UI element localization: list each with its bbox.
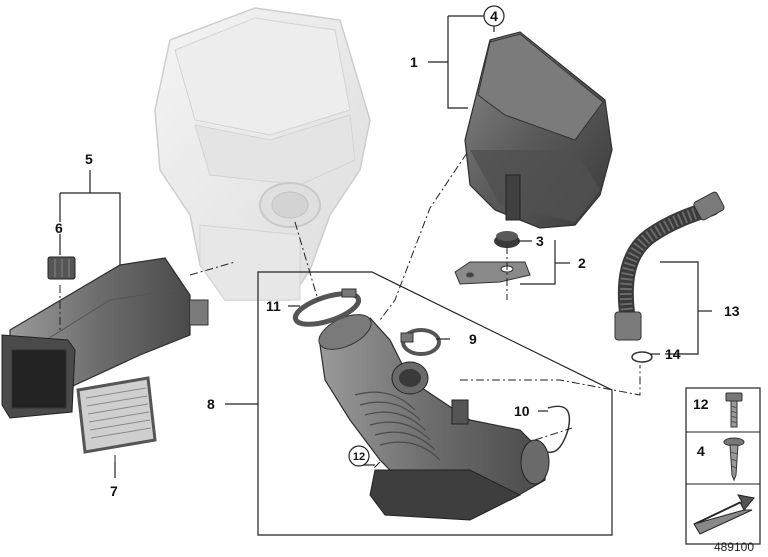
callout-4: 4 bbox=[490, 8, 498, 24]
legend-item-4-label: 4 bbox=[697, 443, 705, 459]
callout-10: 10 bbox=[514, 403, 530, 419]
callout-11: 11 bbox=[266, 298, 281, 314]
assembly-frame bbox=[257, 271, 613, 536]
callout-13: 13 bbox=[724, 303, 740, 319]
callout-12-circle bbox=[348, 445, 370, 467]
o-ring-part-14 bbox=[631, 351, 653, 363]
callouts: 1 4 3 2 5 6 7 8 11 9 10 12 13 14 bbox=[55, 5, 740, 499]
grommet-part-3 bbox=[494, 231, 520, 248]
front-direction-arrow-icon bbox=[693, 494, 755, 535]
callout-5: 5 bbox=[85, 151, 93, 167]
callout-1: 1 bbox=[410, 54, 418, 70]
fastener-legend: 12 4 bbox=[685, 387, 761, 545]
air-filter-housing-ghost bbox=[154, 7, 371, 301]
intake-resonator-part-1 bbox=[464, 31, 613, 229]
callout-3: 3 bbox=[536, 233, 544, 249]
leader-lines bbox=[59, 15, 712, 478]
callout-12: 12 bbox=[353, 451, 365, 463]
hose-clamp-part-11 bbox=[292, 288, 362, 327]
intake-duct-part-5 bbox=[1, 257, 209, 419]
callout-6: 6 bbox=[55, 220, 63, 236]
callout-8: 8 bbox=[207, 396, 215, 412]
connector-lines bbox=[59, 152, 641, 471]
callout-2: 2 bbox=[578, 255, 586, 271]
wire-clip-part-10 bbox=[547, 405, 571, 454]
clip-part-6 bbox=[47, 256, 76, 280]
hose-clamp-part-9 bbox=[400, 328, 441, 356]
screw-icon bbox=[723, 437, 745, 482]
bracket-part-2 bbox=[454, 261, 531, 285]
bolt-icon bbox=[725, 392, 743, 428]
callout-7: 7 bbox=[110, 483, 118, 499]
callout-9: 9 bbox=[469, 331, 477, 347]
callout-4-circle bbox=[483, 5, 505, 27]
callout-14: 14 bbox=[665, 346, 681, 362]
legend-item-12-label: 12 bbox=[693, 396, 709, 412]
diagram-id: 489100 bbox=[713, 540, 754, 554]
vent-hose-part-13 bbox=[614, 191, 725, 341]
grille-part-7 bbox=[76, 376, 157, 454]
